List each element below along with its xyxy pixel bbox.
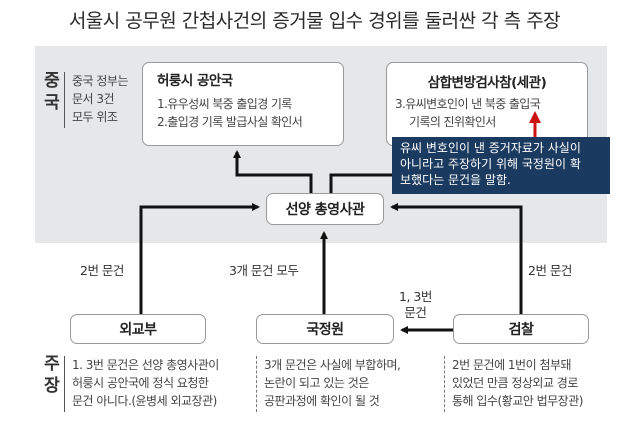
foreign-ministry-box: 외교부 (70, 314, 206, 344)
prosecution-claim: 2번 문건에 1번이 첨부돼 있었던 만큼 정상외교 경로 통해 입수(황교안 … (444, 356, 583, 412)
shenyang-consulate-box: 선양 총영사관 (266, 193, 384, 225)
party-name: 검찰 (508, 322, 534, 338)
nis-claim: 3개 문건은 사실에 부합하며, 논란이 되고 있는 것은 공판과정에 확인이 … (256, 356, 401, 412)
claim-line: 2번 문건에 1번이 첨부돼 (452, 358, 572, 372)
helong-public-security-box: 허룽시 공안국 1.유우성씨 북중 출입경 기록 2.출입경 기록 발급사실 확… (142, 62, 344, 146)
side-label-char: 장 (44, 376, 60, 396)
document-3-cont: 기록의 진위확인서 (409, 115, 496, 129)
claim-line: 1. 3번 문건은 선양 총영사관이 (72, 358, 219, 372)
document-2: 2.출입경 기록 발급사실 확인서 (157, 115, 303, 129)
side-label-char: 국 (44, 93, 60, 113)
claim-line: 3개 문건은 사실에 부합하며, (264, 358, 401, 372)
hub-label: 선양 총영사관 (285, 202, 365, 218)
annotation-callout: 유씨 변호인이 낸 증거자료가 사실이 아니라고 주장하기 위해 국정원이 확 … (392, 137, 610, 194)
box-heading: 허룽시 공안국 (157, 73, 233, 89)
edge-label-left: 2번 문건 (80, 263, 124, 278)
edge-label-prosecution-to-nis: 1, 3번 문건 (399, 289, 432, 321)
box-heading: 삼합변방검사참(세관) (427, 75, 547, 91)
statement-line: 문서 3건 (72, 92, 115, 106)
claim-line: 있었던 만큼 정상외교 경로 (452, 376, 578, 390)
claim-line: 공판과정에 확인이 될 것 (264, 394, 380, 408)
document-1: 1.유우성씨 북중 출입경 기록 (157, 97, 292, 111)
nis-box: 국정원 (256, 314, 394, 344)
statement-line: 중국 정부는 (72, 74, 129, 88)
side-label-char: 주 (44, 354, 60, 374)
party-name: 국정원 (306, 322, 344, 338)
party-name: 외교부 (119, 322, 157, 338)
document-3: 3.유씨변호인이 낸 북중 출입국 (395, 97, 541, 111)
claim-line: 통해 입수(황교안 법무장관) (452, 394, 583, 408)
statement-line: 모두 위조 (72, 110, 118, 124)
prosecution-box: 검찰 (453, 314, 589, 344)
china-side-label: 중 국 (42, 70, 62, 114)
edge-label-middle: 3개 문건 모두 (229, 263, 299, 278)
edge-label-line: 문건 (404, 305, 427, 320)
claim-line: 허룽시 공안국에 정식 요청한 (72, 376, 209, 390)
claims-side-label: 주 장 (42, 353, 62, 397)
diagram-title: 서울시 공무원 간첩사건의 증거물 입수 경위를 둘러싼 각 측 주장 (68, 10, 561, 32)
claim-line: 논란이 되고 있는 것은 (264, 376, 369, 390)
annotation-line: 보했다는 문건을 말함. (400, 173, 511, 187)
side-label-char: 중 (44, 71, 60, 91)
samhe-checkpoint-box: 삼합변방검사참(세관) 3.유씨변호인이 낸 북중 출입국 기록의 진위확인서 (386, 62, 588, 146)
edge-label-line: 1, 3번 (399, 289, 432, 304)
china-statement: 중국 정부는 문서 3건 모두 위조 (64, 72, 129, 128)
claim-line: 문건 아니다.(윤병세 외교장관) (72, 394, 217, 408)
foreign-ministry-claim: 1. 3번 문건은 선양 총영사관이 허룽시 공안국에 정식 요청한 문건 아니… (64, 356, 219, 412)
annotation-line: 유씨 변호인이 낸 증거자료가 사실이 (400, 141, 581, 155)
edge-label-right: 2번 문건 (528, 263, 572, 278)
annotation-line: 아니라고 주장하기 위해 국정원이 확 (400, 157, 581, 171)
